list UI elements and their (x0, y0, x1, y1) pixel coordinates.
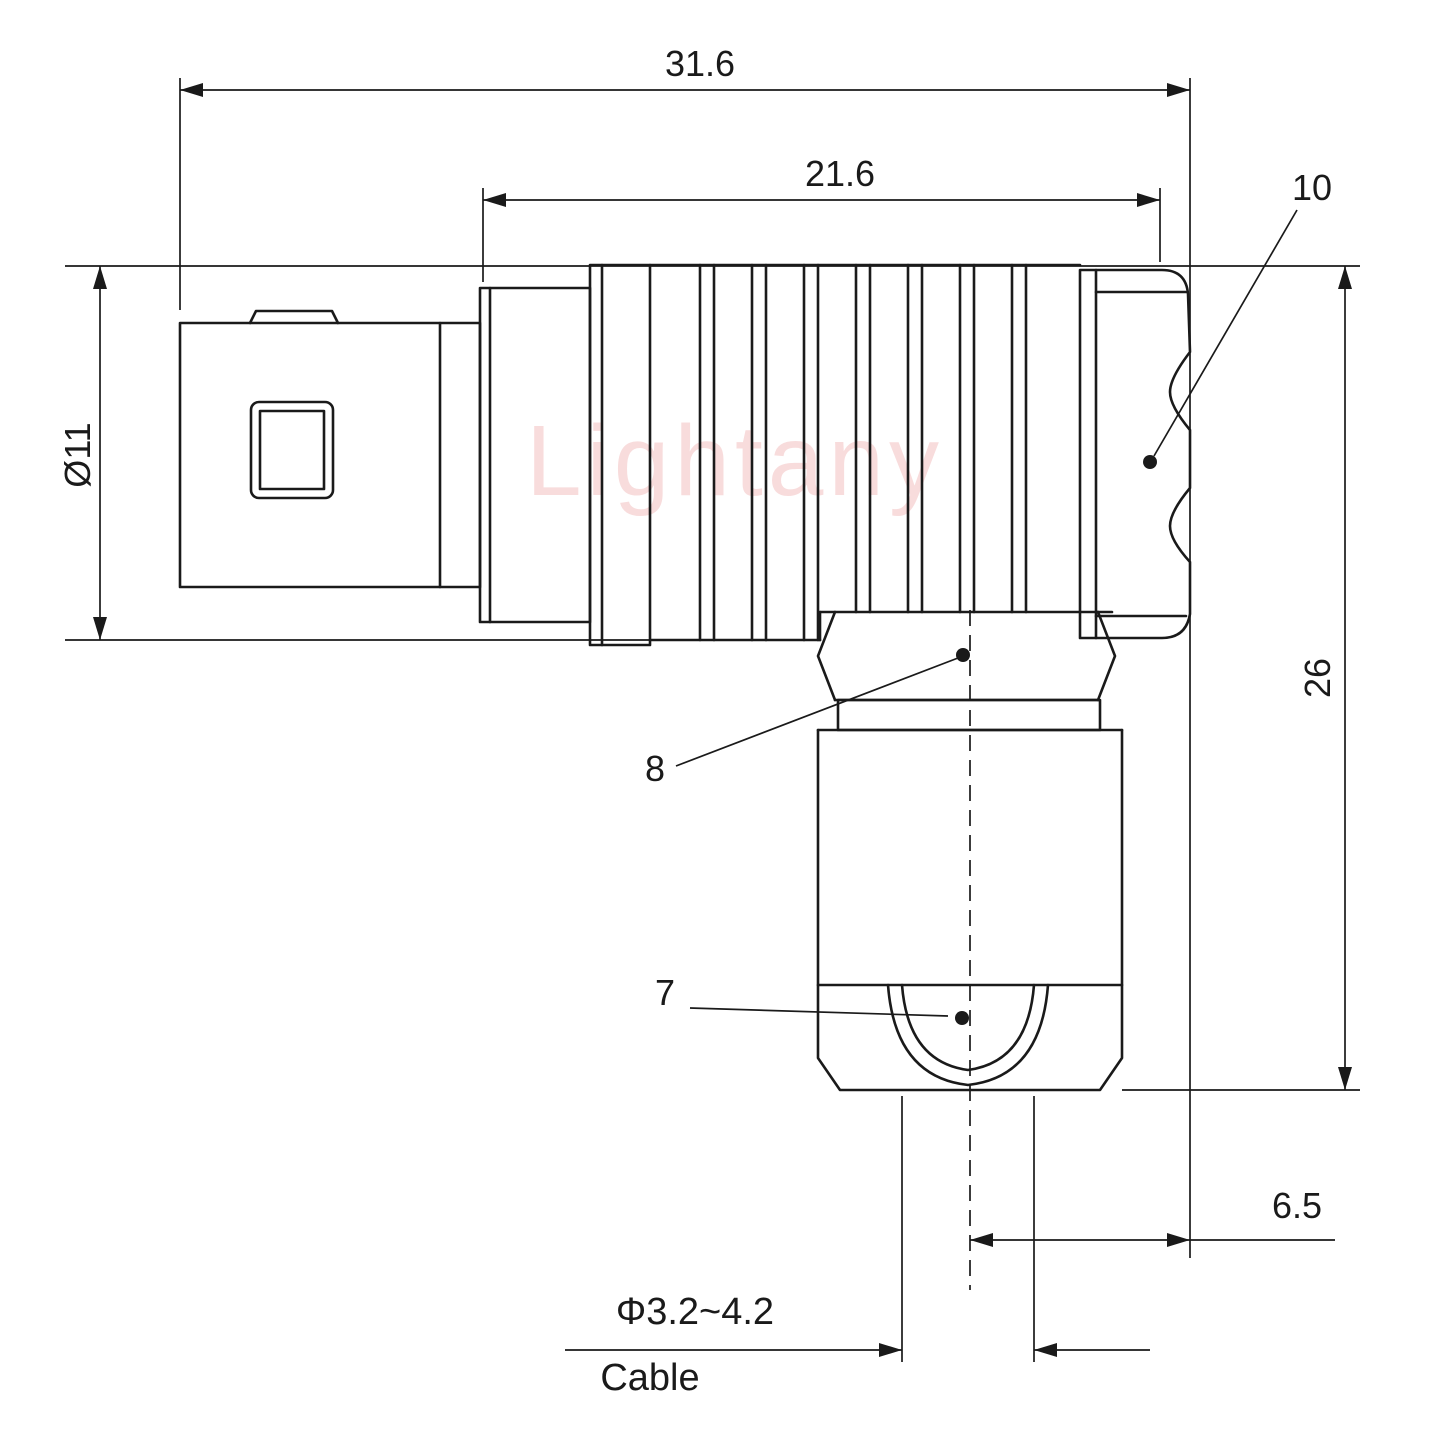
leader-dot-10 (1143, 455, 1157, 469)
dim-total-length: 31.6 (180, 43, 1190, 97)
dim-cable-range-label: Φ3.2~4.2 (616, 1291, 774, 1333)
leader-line (689, 1007, 949, 1017)
arrowhead-left (879, 1343, 902, 1357)
arrowhead-top (93, 266, 107, 289)
rear-barrel-bump (248, 309, 340, 325)
dim-diameter: Ø11 (57, 266, 107, 640)
arrowhead-bottom (93, 617, 107, 640)
dim-cable: Φ3.2~4.2 Cable (565, 1096, 1150, 1399)
dim-front-length-label: 21.6 (805, 153, 875, 194)
cable-window-inner-arc (900, 983, 1036, 1072)
arrowhead-right (1167, 83, 1190, 97)
hex-right-flat (1096, 610, 1117, 702)
ribbed-body (648, 263, 1082, 642)
coupling-cap (1078, 268, 1192, 640)
latch-window-inner (258, 409, 326, 491)
dim-axis-offset: 6.5 (970, 1185, 1335, 1247)
arrowhead-left (483, 193, 506, 207)
leader-line (1153, 209, 1298, 457)
washer-ring (836, 698, 1102, 732)
watermark-text: Lightany (526, 405, 944, 517)
rear-barrel (178, 321, 482, 589)
dim-diameter-label: Ø11 (57, 422, 98, 487)
latch-window-outer (249, 400, 335, 500)
arrowhead-left (180, 83, 203, 97)
hex-left-flat (816, 610, 837, 702)
dim-height-label: 26 (1297, 658, 1338, 698)
callout-7-label: 7 (655, 972, 675, 1013)
leader-8: 8 (645, 648, 970, 789)
callout-8-label: 8 (645, 748, 665, 789)
arrowhead-right (1167, 1233, 1190, 1247)
arrowhead-right (1034, 1343, 1057, 1357)
dim-cable-word-label: Cable (600, 1357, 699, 1399)
arrowhead-left (970, 1233, 993, 1247)
dimensions: 31.6 21.6 Ø11 26 6.5 (57, 43, 1360, 1399)
leader-10: 10 (1143, 167, 1332, 469)
arrowhead-bottom (1338, 1067, 1352, 1090)
arrowhead-top (1338, 266, 1352, 289)
leader-line (675, 657, 959, 767)
collar-b (588, 263, 652, 647)
arrowhead-right (1137, 193, 1160, 207)
dim-height: 26 (1297, 266, 1352, 1090)
callout-10-label: 10 (1292, 167, 1332, 208)
dim-front-length: 21.6 (483, 153, 1160, 207)
dim-axis-offset-label: 6.5 (1272, 1185, 1322, 1226)
leader-dot-8 (956, 648, 970, 662)
leader-dot-7 (955, 1011, 969, 1025)
leader-7: 7 (655, 972, 969, 1025)
dim-total-length-label: 31.6 (665, 43, 735, 84)
cable-window-outer-arc (886, 983, 1050, 1087)
